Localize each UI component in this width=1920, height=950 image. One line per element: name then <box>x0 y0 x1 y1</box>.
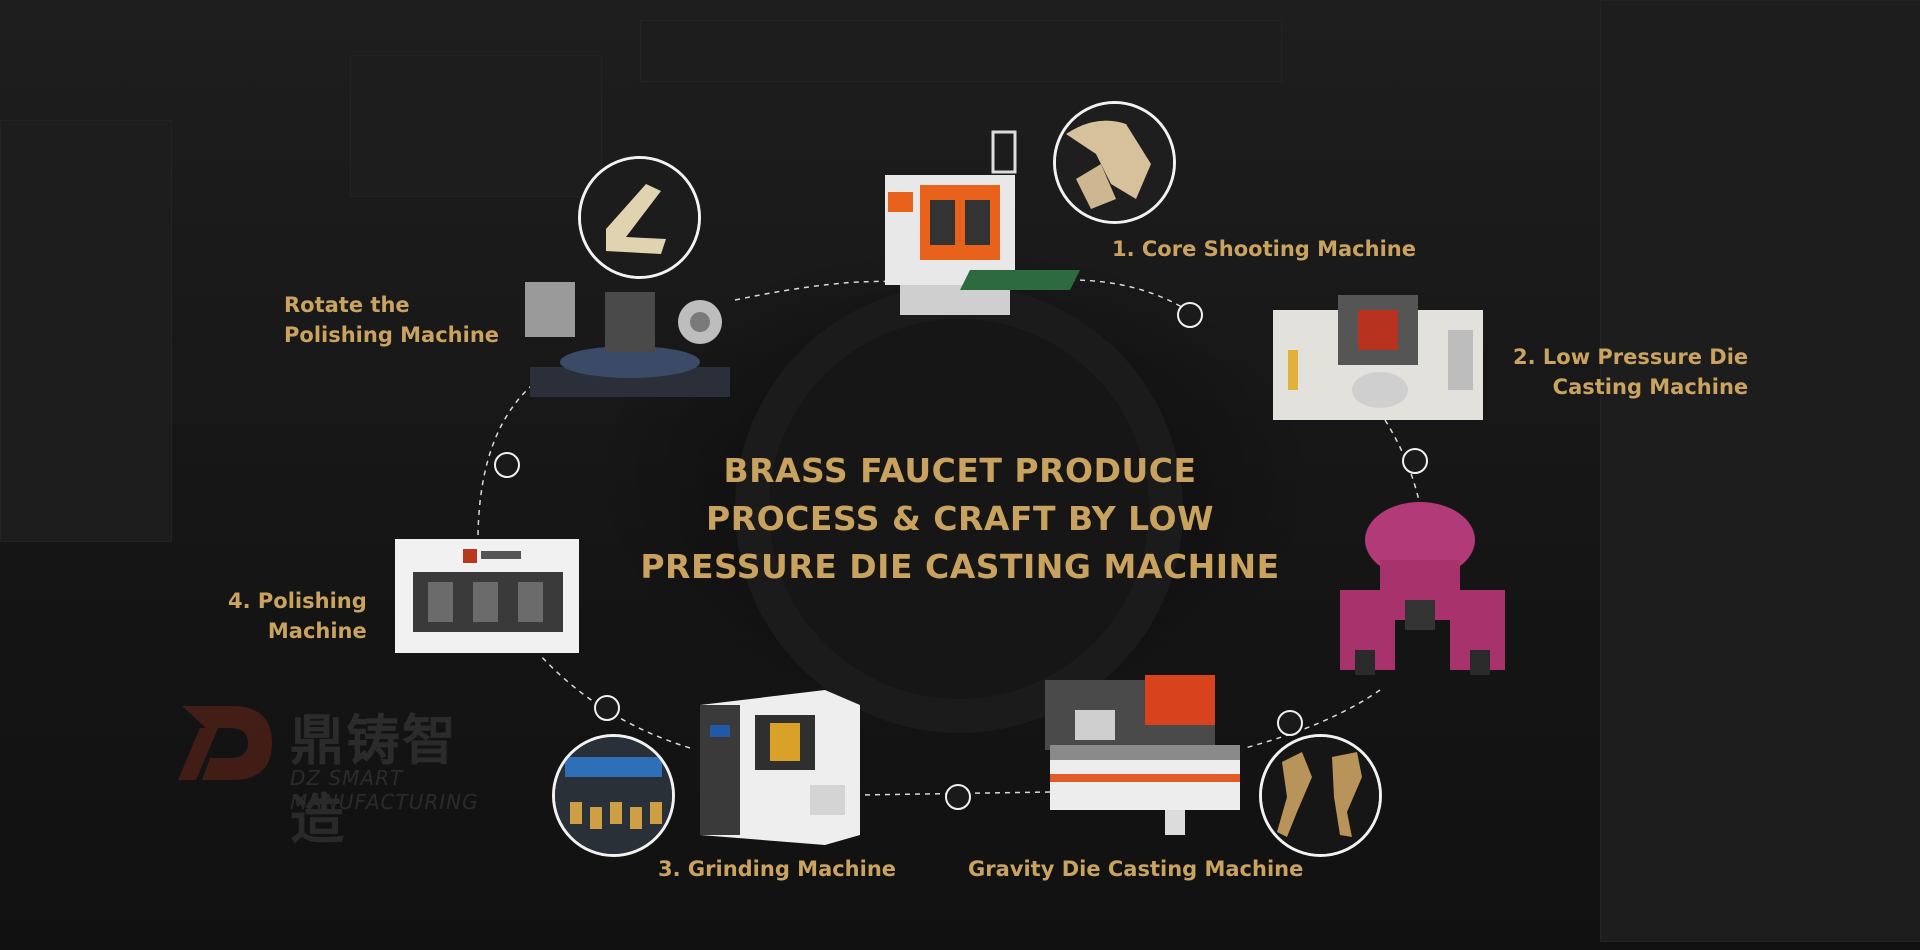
label-line: Gravity Die Casting Machine <box>968 857 1304 881</box>
rotate-polishing-machine-image <box>525 282 730 397</box>
arrow-node-icon <box>1402 448 1428 474</box>
watermark-chinese-text: 鼎铸智造 <box>290 709 458 851</box>
step-label-rotate-polishing: Rotate the Polishing Machine <box>284 290 499 350</box>
gravity-thumbnail-image <box>1259 734 1382 857</box>
arrow-node-icon <box>945 784 971 810</box>
label-line: Polishing Machine <box>284 323 500 347</box>
label-line: Rotate the <box>284 293 410 317</box>
polishing-machine-image <box>395 539 579 653</box>
connector-core-to-low-pressure <box>1069 279 1191 313</box>
grinding-thumbnail-image <box>552 734 675 857</box>
label-line: Machine <box>267 619 367 643</box>
watermark-english-text: DZ SMART MANUFACTURING <box>290 766 479 814</box>
core-shooting-machine-image <box>885 130 1080 315</box>
title-line: BRASS FAUCET PRODUCE <box>723 451 1197 490</box>
step-label-grinding: 3. Grinding Machine <box>658 854 896 884</box>
label-line: 3. Grinding Machine <box>658 857 897 881</box>
connector-low-pressure-to-robot <box>1384 419 1421 506</box>
connector-gravity-to-grinding <box>859 791 1051 796</box>
title-line: PRESSURE DIE CASTING MACHINE <box>640 547 1280 586</box>
label-line: 2. Low Pressure Die <box>1513 345 1749 369</box>
arrow-node-icon <box>1177 302 1203 328</box>
title-line: PROCESS & CRAFT BY LOW <box>706 499 1214 538</box>
core-thumbnail-image <box>1053 101 1176 224</box>
arrow-node-icon <box>1277 710 1303 736</box>
step-label-gravity: Gravity Die Casting Machine <box>968 854 1303 884</box>
connector-robot-to-gravity <box>1244 689 1381 749</box>
label-line: Casting Machine <box>1552 375 1749 399</box>
low-pressure-machine-image <box>1273 295 1483 420</box>
background-panel <box>350 55 602 197</box>
step-label-polishing: 4. Polishing Machine <box>228 586 367 646</box>
step-label-low-pressure: 2. Low Pressure Die Casting Machine <box>1513 342 1748 402</box>
rotate-thumbnail-image <box>578 156 701 279</box>
grinding-machine-image <box>700 690 860 845</box>
background-panel <box>1600 0 1920 942</box>
arrow-node-icon <box>594 695 620 721</box>
label-line: 4. Polishing <box>228 589 367 613</box>
watermark-logo: 鼎铸智造 DZ SMART MANUFACTURING <box>172 688 512 851</box>
background-panel <box>0 120 172 542</box>
diagram-title: BRASS FAUCET PRODUCE PROCESS & CRAFT BY … <box>600 447 1320 591</box>
connector-rotate-to-core <box>734 280 901 301</box>
robot-arm-image <box>1340 502 1505 675</box>
label-line: 1. Core Shooting Machine <box>1112 237 1416 261</box>
step-label-core-shooting: 1. Core Shooting Machine <box>1112 234 1416 264</box>
gravity-machine-image <box>1045 675 1240 835</box>
background-panel <box>640 20 1282 82</box>
arrow-node-icon <box>494 452 520 478</box>
dz-logo-icon <box>178 706 272 780</box>
